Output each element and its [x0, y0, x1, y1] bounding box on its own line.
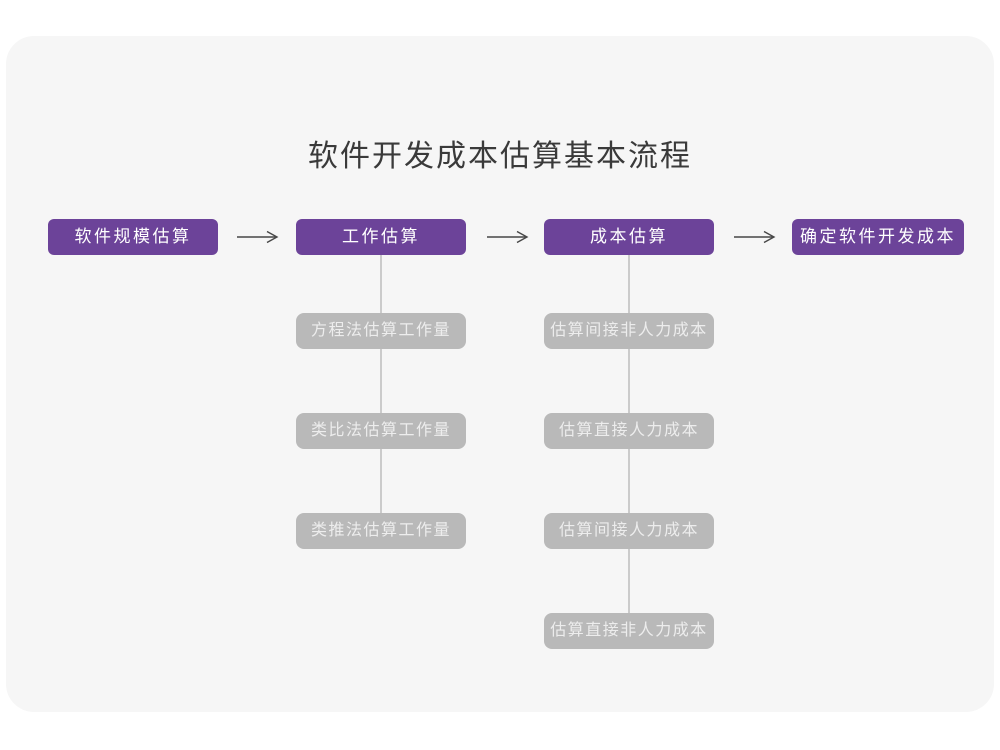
right-arrow-icon [237, 230, 279, 244]
substep-indirect-labor-cost: 估算间接人力成本 [544, 513, 714, 549]
substep-direct-labor-cost: 估算直接人力成本 [544, 413, 714, 449]
stage-work-estimation: 工作估算 [296, 219, 466, 255]
right-arrow-icon [734, 230, 776, 244]
substep-direct-non-labor-cost: 估算直接非人力成本 [544, 613, 714, 649]
connector-work-column [380, 255, 382, 527]
diagram-title: 软件开发成本估算基本流程 [308, 140, 692, 173]
substep-extrapolation-method-workload: 类推法估算工作量 [296, 513, 466, 549]
substep-equation-method-workload: 方程法估算工作量 [296, 313, 466, 349]
substep-indirect-non-labor-cost: 估算间接非人力成本 [544, 313, 714, 349]
substep-analogy-method-workload: 类比法估算工作量 [296, 413, 466, 449]
stage-determine-software-dev-cost: 确定软件开发成本 [792, 219, 964, 255]
stage-cost-estimation: 成本估算 [544, 219, 714, 255]
canvas-card: 软件开发成本估算基本流程 软件规模估算 工作估算 成本估算 确定软件开发成本 方… [6, 36, 994, 712]
right-arrow-icon [487, 230, 529, 244]
stage-software-scale-estimation: 软件规模估算 [48, 219, 218, 255]
